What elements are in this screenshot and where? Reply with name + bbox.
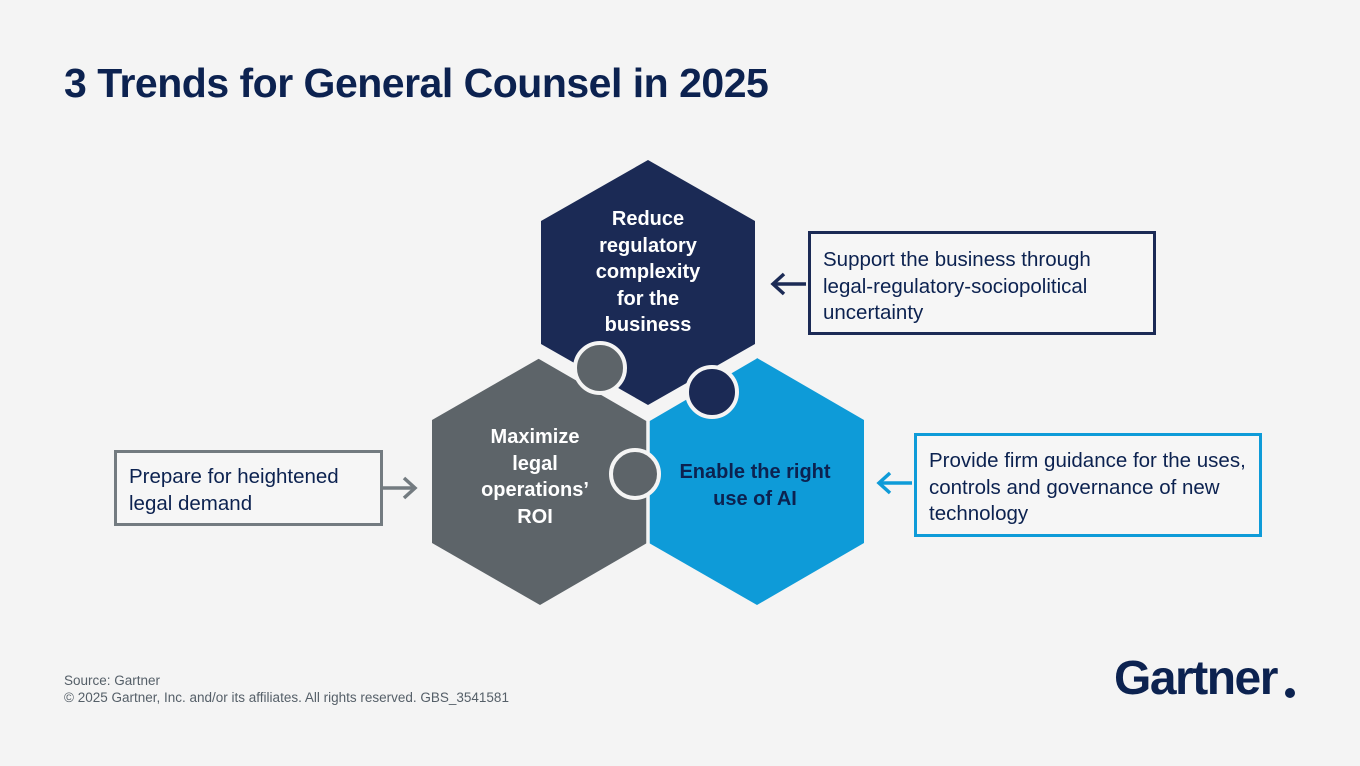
puzzle-knob-navy <box>685 365 739 419</box>
footer: Source: Gartner © 2025 Gartner, Inc. and… <box>64 672 509 706</box>
callout-legal-ops: Prepare for heightened legal demand <box>114 450 383 526</box>
puzzle-knob-gray-right <box>609 448 661 500</box>
callout-ai: Provide firm guidance for the uses, cont… <box>914 433 1262 537</box>
arrow-right-icon <box>383 476 418 500</box>
puzzle-knob-gray <box>573 341 627 395</box>
page-title: 3 Trends for General Counsel in 2025 <box>64 60 769 106</box>
hexagon-label-regulatory: Reduce regulatory complexity for the bus… <box>595 208 701 336</box>
hexagon-label-ai: Enable the right use of AI <box>679 461 831 510</box>
gartner-logo: Gartner <box>1114 652 1278 705</box>
hexagon-label-legal-ops: Maximize legal operations’ ROI <box>481 426 589 528</box>
footer-source: Source: Gartner <box>64 673 161 688</box>
callout-regulatory: Support the business through legal-regul… <box>808 231 1156 335</box>
hexagon-legal-ops <box>432 358 647 605</box>
arrow-left-icon <box>876 471 912 495</box>
registered-dot-icon <box>1285 688 1295 698</box>
hexagon-ai <box>649 358 864 605</box>
arrow-left-icon <box>770 272 806 296</box>
footer-copyright: © 2025 Gartner, Inc. and/or its affiliat… <box>64 690 509 705</box>
